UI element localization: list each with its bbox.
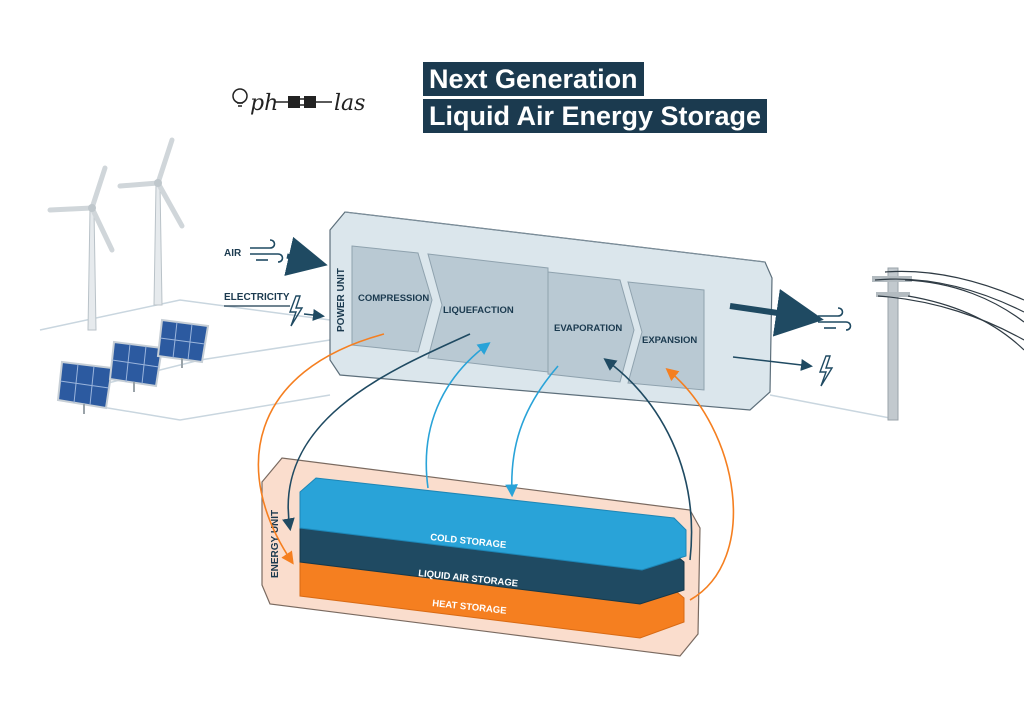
wind-icon bbox=[250, 239, 284, 263]
air-label: AIR bbox=[224, 248, 242, 259]
stage-block-expansion bbox=[627, 281, 705, 391]
solar-panel-icon bbox=[108, 340, 164, 392]
logo-text-left: ph bbox=[250, 91, 278, 116]
cold-storage-layer bbox=[299, 477, 687, 571]
stage-label-evaporation: EVAPORATION bbox=[554, 323, 622, 334]
wind-turbine-icon bbox=[47, 165, 115, 331]
title-line-1: Next Generation bbox=[423, 62, 644, 96]
air-output-arrow bbox=[729, 289, 824, 337]
light-bulb-icon bbox=[232, 88, 248, 107]
logo-text-right: las bbox=[334, 91, 365, 116]
heat-flow-arrow bbox=[257, 333, 385, 565]
power-pole-icon bbox=[872, 267, 1024, 421]
wind-icon bbox=[818, 307, 852, 331]
stage-label-liquefaction: LIQUEFACTION bbox=[443, 305, 514, 316]
electricity-output-arrow bbox=[732, 356, 813, 371]
stage-block-compression bbox=[351, 245, 433, 353]
cold-to-liquefaction-arrow bbox=[425, 342, 491, 489]
evaporation-to-cold-arrow bbox=[505, 365, 559, 498]
electricity-label: ELECTRICITY bbox=[224, 292, 290, 303]
solar-panel-icon bbox=[156, 318, 210, 368]
solar-panel-icon bbox=[56, 360, 114, 414]
heat-to-expansion-arrow bbox=[665, 367, 735, 601]
stage-block-evaporation bbox=[547, 271, 635, 383]
title-line-2: Liquid Air Energy Storage bbox=[423, 99, 768, 133]
air-input-arrow bbox=[284, 236, 328, 276]
lightning-icon bbox=[288, 295, 304, 327]
stage-block-liquefaction bbox=[427, 253, 549, 373]
plug-icon bbox=[274, 96, 332, 108]
phoelas-logo: ph las bbox=[232, 88, 365, 116]
wind-turbine-icon bbox=[117, 137, 185, 306]
liquid-air-to-evaporation-arrow bbox=[603, 358, 693, 561]
lightning-icon bbox=[818, 355, 834, 387]
electricity-input-arrow bbox=[303, 309, 325, 321]
stage-label-compression: COMPRESSION bbox=[358, 293, 429, 304]
stage-label-expansion: EXPANSION bbox=[642, 335, 697, 346]
liquid-air-flow-arrow bbox=[282, 333, 471, 532]
power-unit-label: POWER UNIT bbox=[336, 268, 347, 332]
energy-unit-label: ENERGY UNIT bbox=[270, 510, 281, 578]
